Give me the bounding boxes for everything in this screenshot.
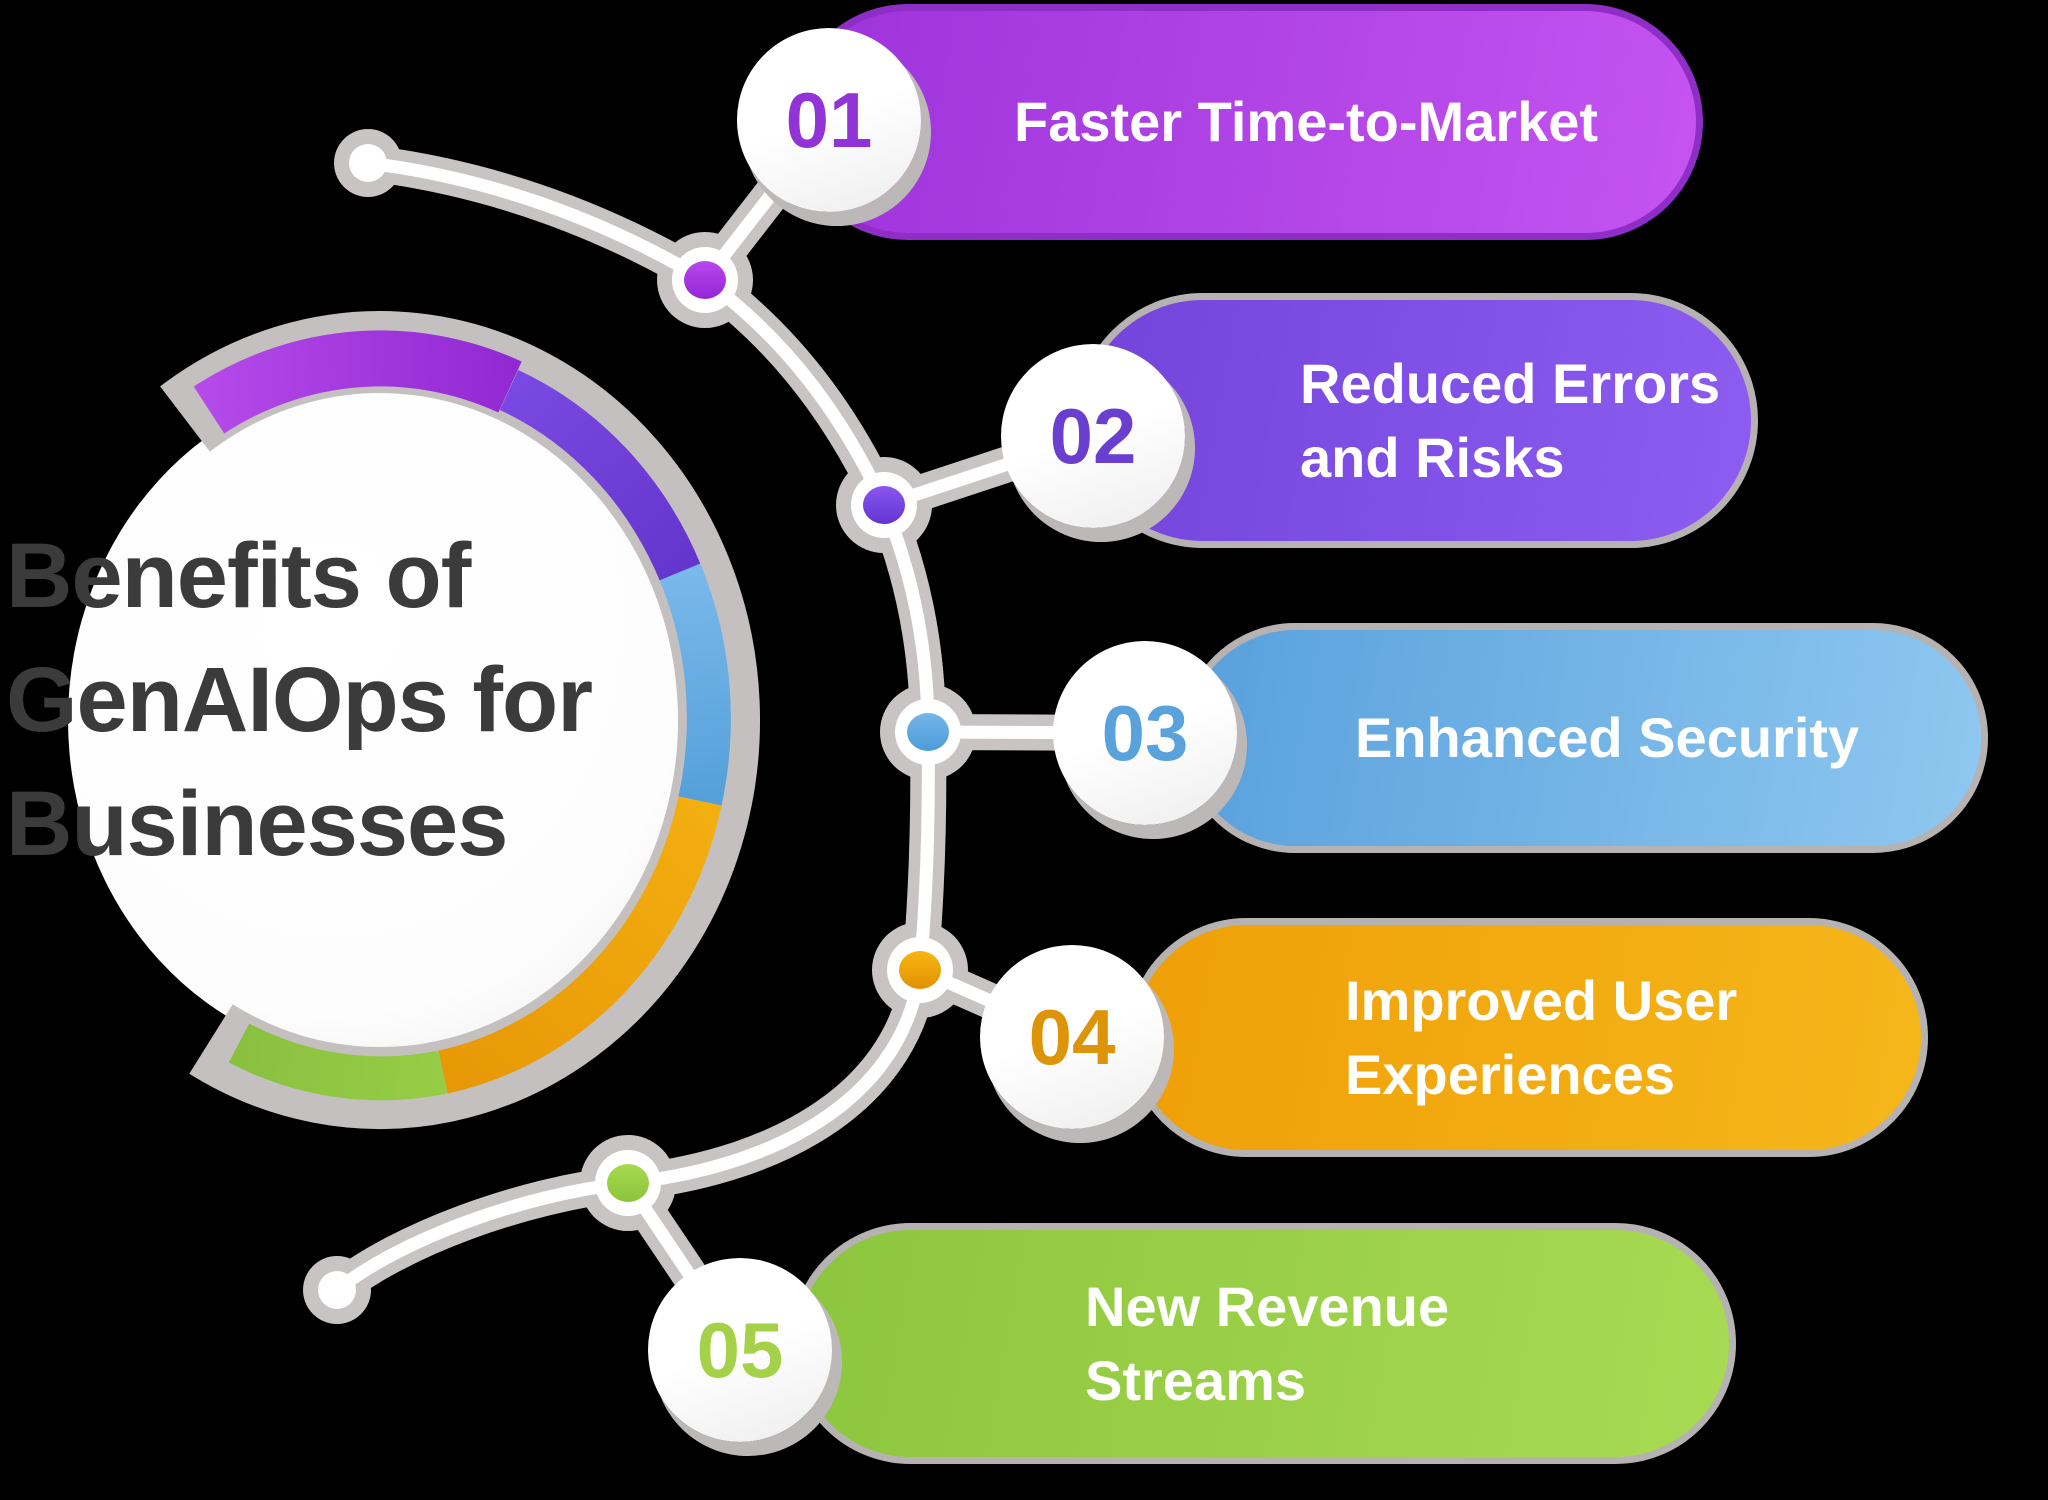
node-dot-1 (684, 261, 726, 299)
ring-segment-blue (659, 563, 731, 806)
benefit-pill-4: Improved User Experiences (1127, 918, 1928, 1157)
center-circle (68, 380, 692, 1060)
pill-2-label-line-1: Reduced Errors (1300, 351, 1721, 415)
ring-segment-violet (499, 370, 701, 581)
node-dot-5 (607, 1164, 649, 1202)
step-number-2: 02 (1049, 391, 1137, 480)
endpoint-top (349, 144, 387, 182)
ring-segment-orange (438, 796, 722, 1094)
benefit-pill-1: Faster Time-to-Market (790, 4, 1703, 240)
ring-segment-green (228, 1023, 448, 1101)
ring-segment-purple (193, 330, 522, 434)
benefit-pill-2: Reduced Errors and Risks (1075, 293, 1758, 548)
step-circle-1: 01 (737, 28, 921, 212)
title-line-2: GenAIOps for (6, 649, 593, 751)
pill-1-label: Faster Time-to-Market (1014, 90, 1599, 153)
step-circle-3: 03 (1053, 641, 1237, 825)
title-line-3: Businesses (6, 773, 508, 875)
node-dot-3 (907, 713, 949, 751)
node-dot-4 (899, 951, 941, 989)
step-circle-5: 05 (648, 1258, 832, 1442)
endpoint-bottom (318, 1271, 356, 1309)
benefit-pill-3: Enhanced Security (1180, 623, 1988, 853)
pill-4-label-line-1: Improved User (1345, 968, 1738, 1032)
step-number-4: 04 (1028, 992, 1116, 1081)
pill-4-label-line-2: Experiences (1345, 1042, 1675, 1106)
step-number-5: 05 (696, 1305, 784, 1394)
benefit-pill-5: New Revenue Streams (790, 1223, 1736, 1464)
node-dot-2 (863, 486, 905, 524)
pill-2-label-line-2: and Risks (1300, 425, 1565, 489)
step-number-1: 01 (785, 75, 873, 164)
pill-5-label-line-2: Streams (1085, 1348, 1307, 1412)
pill-5-label-line-1: New Revenue (1085, 1274, 1450, 1338)
pill-3-label: Enhanced Security (1355, 706, 1860, 769)
step-number-3: 03 (1101, 688, 1189, 777)
step-circle-4: 04 (980, 945, 1164, 1129)
title-line-1: Benefits of (6, 525, 471, 627)
step-circle-2: 02 (1001, 344, 1185, 528)
page-title: Benefits of GenAIOps for Businesses (6, 514, 766, 886)
